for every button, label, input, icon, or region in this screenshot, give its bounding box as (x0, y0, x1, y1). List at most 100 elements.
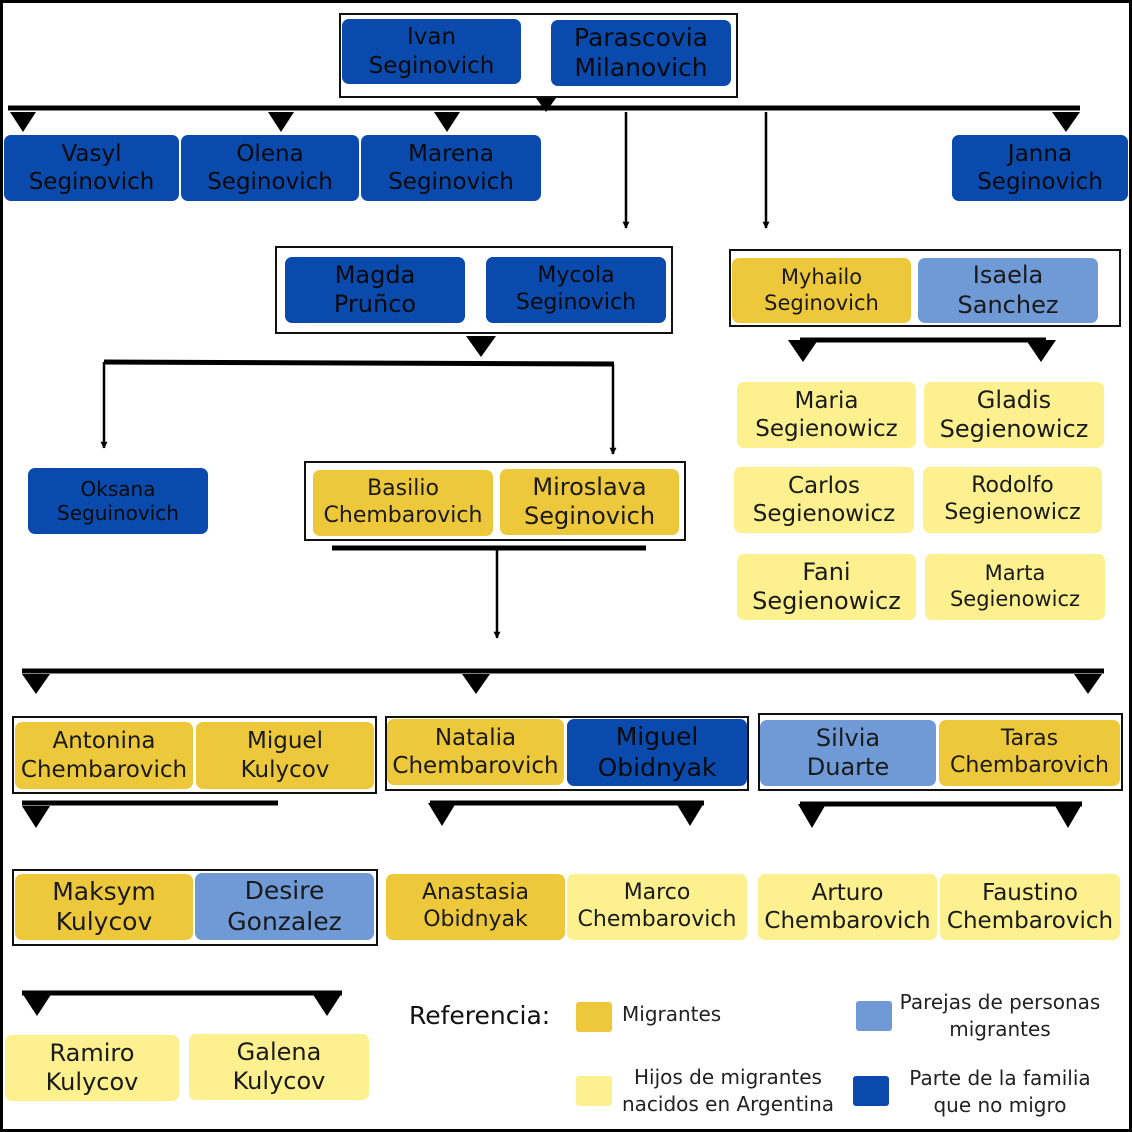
last-name: Seginovich (368, 52, 495, 79)
last-name: Chembarovich (764, 908, 931, 934)
last-name: Chembarovich (946, 908, 1114, 934)
first-name: Marco (623, 880, 691, 906)
last-name: Seginovich (523, 502, 656, 530)
last-name: Seginovich (977, 169, 1103, 195)
last-name: Segienowicz (949, 587, 1081, 611)
first-name: Carlos (787, 472, 861, 499)
connector-antonina-miguel (22, 800, 278, 828)
last-name: Sanchez (957, 290, 1059, 319)
first-name: Galena (236, 1037, 322, 1066)
first-name: Mycola (537, 263, 615, 289)
last-name: Seginovich (28, 169, 155, 195)
last-name: Kulycov (240, 756, 330, 783)
last-name: Segienowicz (944, 500, 1081, 525)
first-name: Anastasia (421, 880, 530, 906)
first-name: Janna (1007, 140, 1073, 167)
first-name: Miguel (615, 722, 699, 751)
first-name: Marta (984, 561, 1046, 586)
last-name: Segienowicz (752, 501, 896, 527)
first-name: Basilio (367, 476, 439, 502)
last-name: Segienowicz (755, 416, 898, 442)
first-name: Vasyl (61, 140, 122, 167)
last-name: Chembarovich (950, 753, 1109, 778)
last-name: Kulycov (232, 1067, 326, 1095)
first-name: Magda (334, 260, 416, 289)
connector-basilio-miroslava (22, 545, 1104, 694)
last-name: Chembarovich (392, 753, 559, 779)
connector-top-bus (8, 98, 1080, 229)
first-name: Oksana (80, 476, 156, 501)
first-name: Taras (1000, 726, 1059, 752)
last-name: Duarte (806, 753, 890, 781)
first-name: Natalia (434, 724, 517, 751)
legend-swatch-familia (853, 1076, 889, 1106)
connector-maksym-desire (22, 990, 342, 1016)
first-name: Arturo (811, 879, 884, 906)
last-name: Chembarovich (20, 756, 188, 783)
connector-myhailo-isaela (788, 337, 1056, 362)
first-name: Rodolfo (971, 473, 1054, 499)
first-name: Isaela (972, 261, 1044, 290)
last-name: Kulycov (45, 1068, 139, 1096)
last-name: Pruñco (333, 290, 417, 318)
connector-silvia-taras (798, 801, 1082, 828)
last-name: Seginovich (515, 290, 637, 315)
last-name: Chembarovich (323, 503, 483, 528)
legend-label-migrantes: Migrantes (622, 1002, 722, 1026)
legend-swatch-hijos (576, 1076, 612, 1106)
last-name: Segienowicz (752, 587, 901, 615)
connector-magda-mycola (100, 336, 617, 455)
last-name: Seginovich (207, 169, 333, 195)
first-name: Ramiro (49, 1038, 135, 1067)
last-name: Seguinovich (57, 501, 179, 525)
first-name: Ivan (406, 24, 457, 51)
first-name: Silvia (815, 723, 881, 752)
first-name: Myhailo (780, 264, 863, 289)
last-name: Seginovich (388, 169, 514, 195)
first-name: Faustino (982, 879, 1078, 906)
first-name: Antonina (52, 728, 156, 755)
first-name: Olena (236, 140, 304, 167)
first-name: Miguel (247, 728, 323, 755)
last-name: Segienowicz (939, 415, 1089, 443)
first-name: Marena (408, 140, 494, 167)
first-name: Maria (794, 387, 859, 414)
